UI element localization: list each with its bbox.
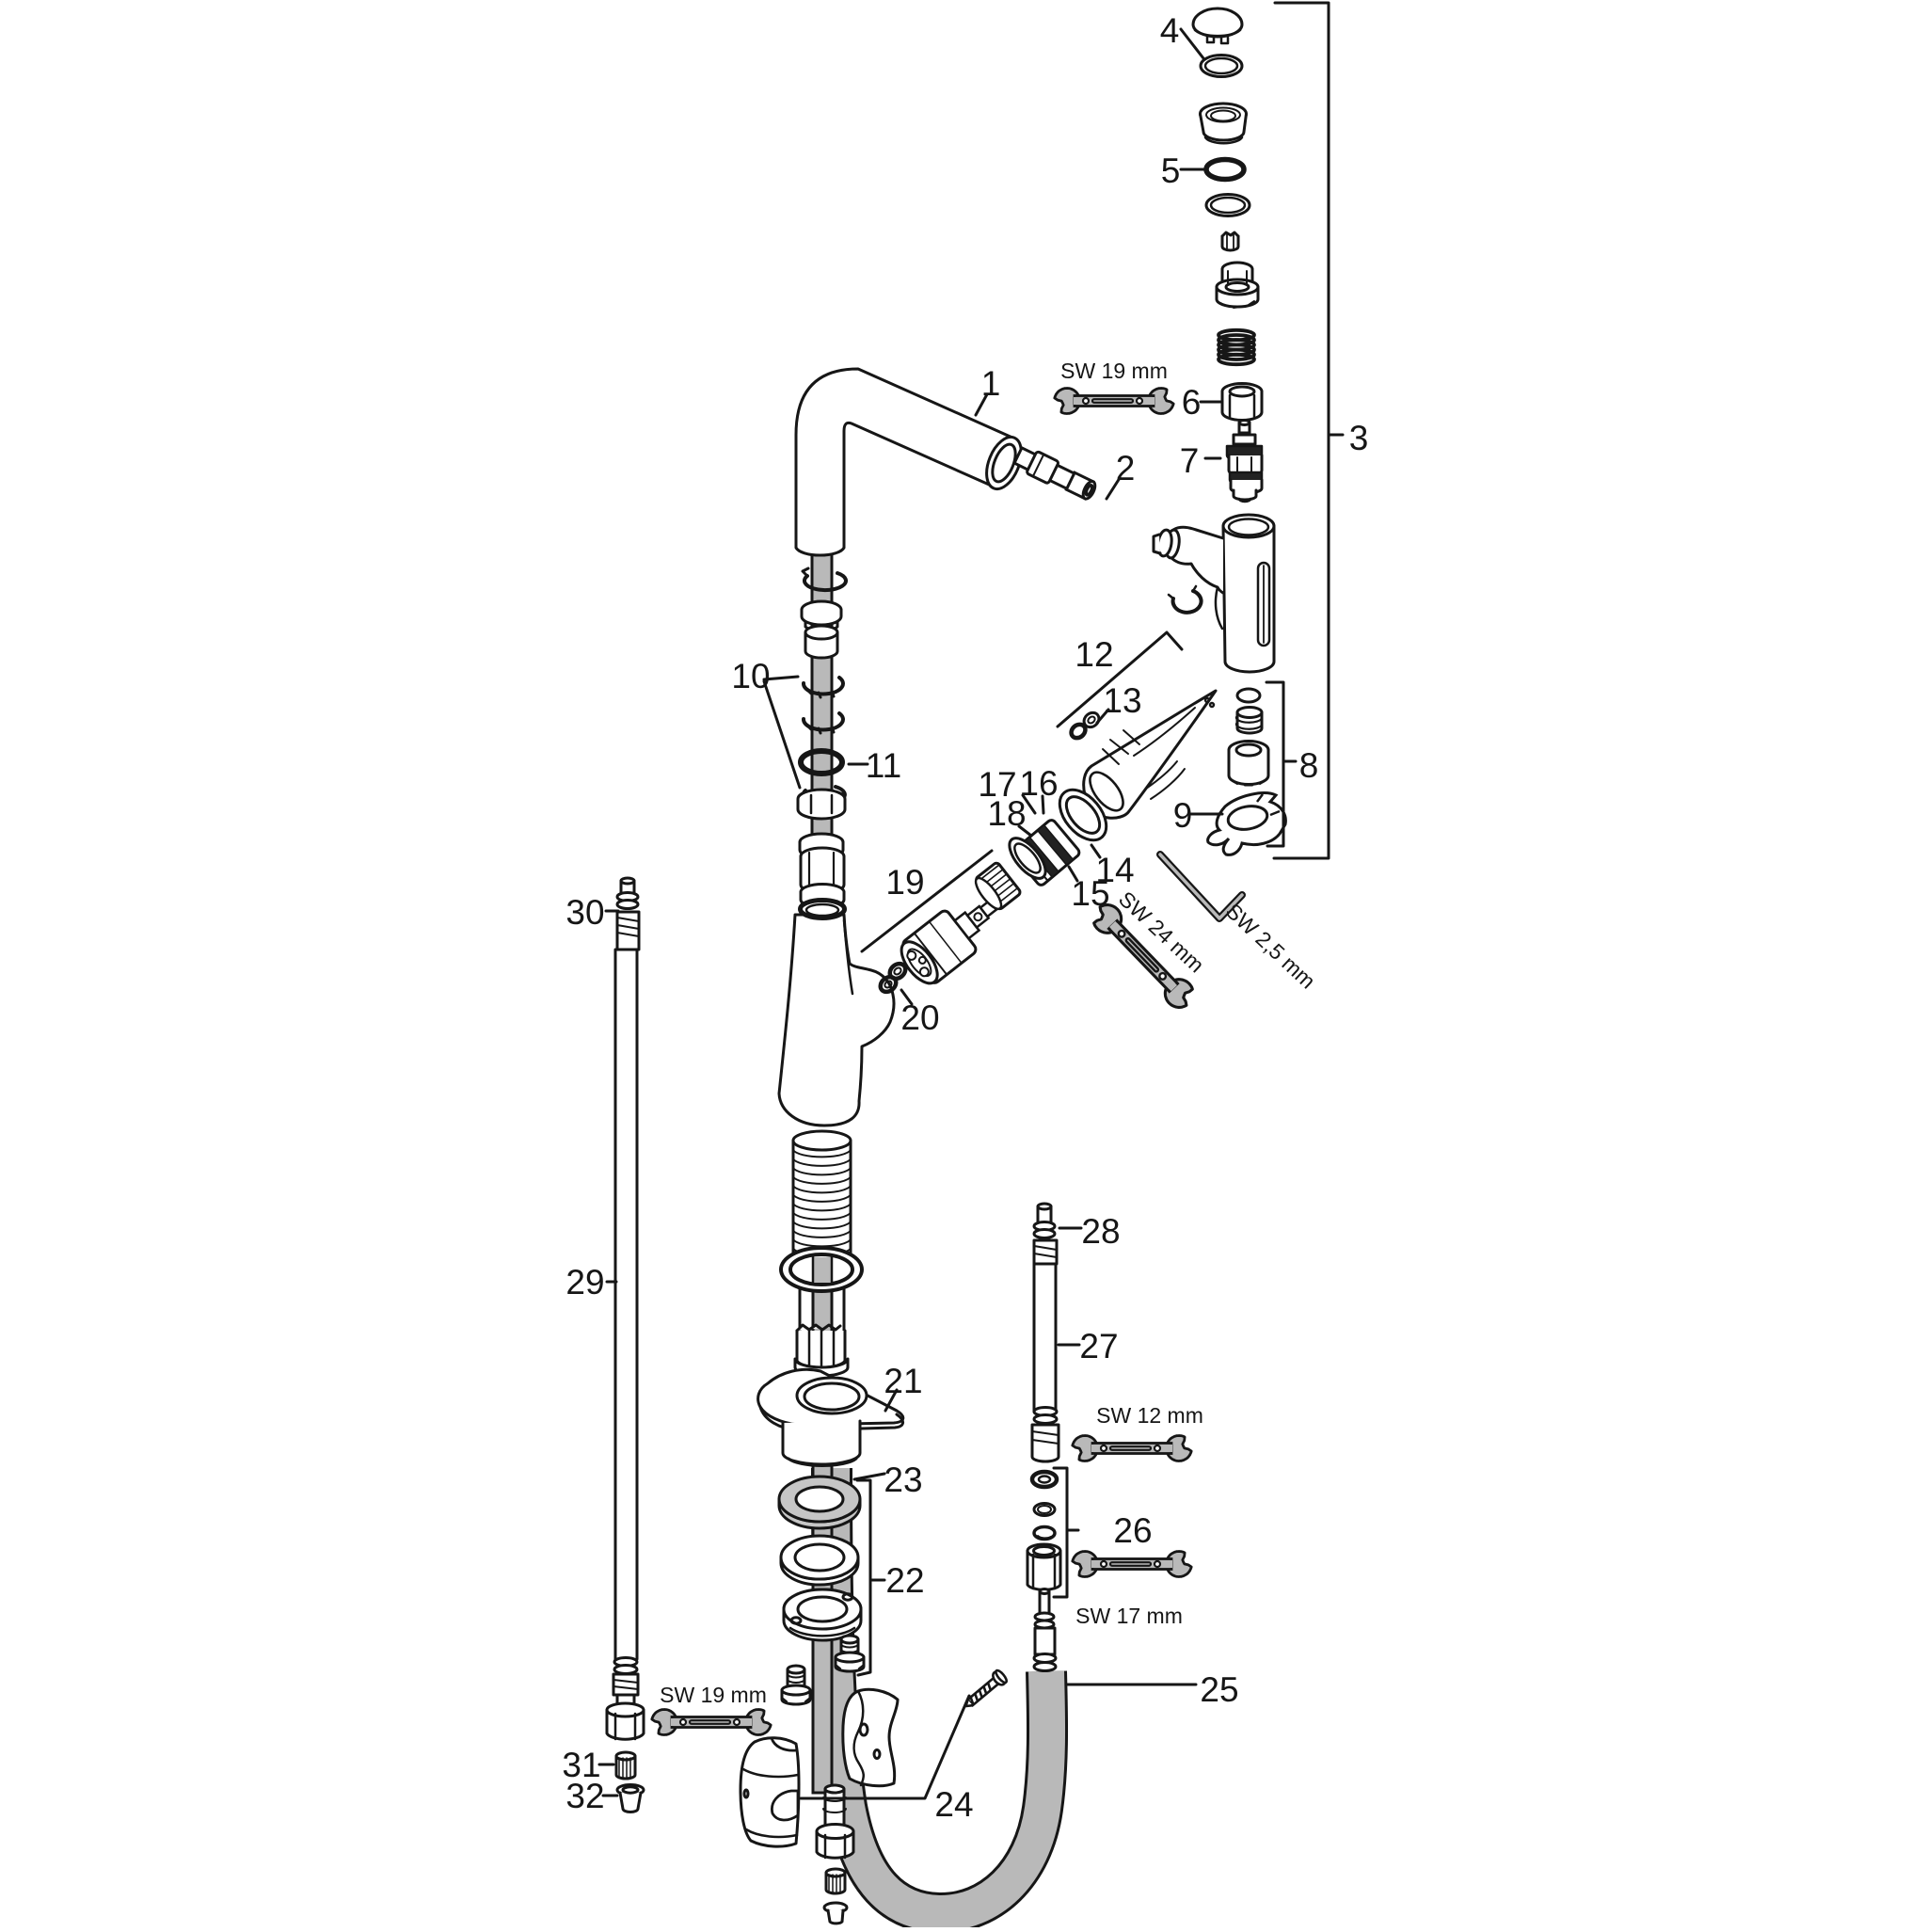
svg-text:15: 15 (1071, 874, 1109, 913)
svg-text:SW 17 mm: SW 17 mm (1075, 1604, 1183, 1628)
svg-text:32: 32 (565, 1777, 604, 1815)
svg-text:17: 17 (978, 765, 1016, 804)
svg-text:3: 3 (1349, 419, 1369, 457)
svg-text:27: 27 (1079, 1327, 1118, 1365)
svg-text:26: 26 (1113, 1511, 1152, 1550)
svg-text:20: 20 (900, 998, 939, 1037)
svg-text:2: 2 (1116, 449, 1136, 487)
svg-text:4: 4 (1160, 11, 1180, 50)
svg-text:9: 9 (1173, 796, 1193, 835)
svg-text:7: 7 (1180, 441, 1200, 480)
svg-text:28: 28 (1081, 1212, 1120, 1251)
svg-text:30: 30 (565, 893, 604, 932)
svg-text:21: 21 (884, 1362, 922, 1400)
svg-text:8: 8 (1299, 746, 1319, 785)
svg-text:24: 24 (934, 1785, 973, 1824)
svg-text:31: 31 (562, 1746, 600, 1784)
svg-text:19: 19 (885, 863, 924, 902)
svg-text:25: 25 (1200, 1670, 1238, 1709)
svg-text:16: 16 (1019, 764, 1058, 803)
svg-text:5: 5 (1161, 152, 1181, 190)
svg-text:18: 18 (987, 794, 1026, 833)
svg-text:1: 1 (981, 364, 1001, 403)
svg-text:29: 29 (565, 1263, 604, 1301)
svg-text:14: 14 (1095, 851, 1134, 889)
svg-text:12: 12 (1075, 635, 1113, 674)
svg-text:13: 13 (1103, 681, 1141, 720)
svg-text:22: 22 (885, 1561, 924, 1600)
svg-text:10: 10 (731, 657, 770, 695)
svg-text:SW 12 mm: SW 12 mm (1096, 1403, 1203, 1428)
svg-text:23: 23 (884, 1461, 922, 1499)
svg-text:SW 19 mm: SW 19 mm (660, 1683, 767, 1707)
svg-text:SW 19 mm: SW 19 mm (1060, 359, 1168, 383)
svg-text:11: 11 (866, 746, 901, 785)
svg-text:6: 6 (1182, 383, 1202, 422)
